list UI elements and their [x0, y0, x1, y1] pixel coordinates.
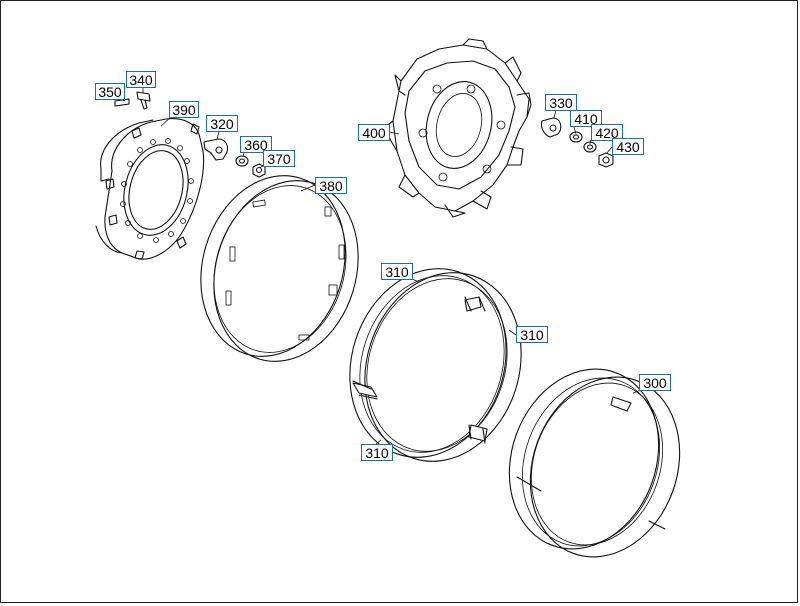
part-420-spring-washer: [583, 141, 597, 153]
callout-390[interactable]: 390: [169, 101, 199, 118]
callout-400[interactable]: 400: [358, 124, 390, 141]
part-370-nut: [252, 163, 266, 178]
callout-310-right[interactable]: 310: [516, 326, 548, 343]
part-410-washer: [569, 131, 583, 143]
part-340-bolt: [136, 91, 151, 110]
callout-310-bottom[interactable]: 310: [361, 444, 393, 461]
callout-370[interactable]: 370: [263, 150, 295, 167]
callout-340[interactable]: 340: [126, 71, 156, 88]
part-320-bracket: [203, 138, 229, 161]
callout-410[interactable]: 410: [570, 110, 602, 127]
callout-430[interactable]: 430: [612, 138, 644, 155]
callout-420[interactable]: 420: [591, 124, 623, 141]
callout-380[interactable]: 380: [315, 177, 347, 194]
callout-320[interactable]: 320: [206, 115, 238, 132]
callout-360[interactable]: 360: [240, 136, 272, 153]
part-300-wheel-rim: [508, 368, 681, 558]
callout-330[interactable]: 330: [545, 94, 577, 111]
callout-310-top[interactable]: 310: [381, 263, 413, 280]
part-400-hub-carrier: [384, 38, 532, 218]
part-390-perforated-plate: [95, 118, 205, 260]
part-310-ring-segments: [349, 268, 522, 462]
callout-300[interactable]: 300: [639, 374, 671, 391]
part-360-washer: [235, 155, 249, 167]
callout-350[interactable]: 350: [95, 83, 125, 100]
part-430-nut: [598, 152, 614, 168]
part-330-cap: [540, 117, 562, 138]
part-380-band-ring: [200, 175, 359, 362]
